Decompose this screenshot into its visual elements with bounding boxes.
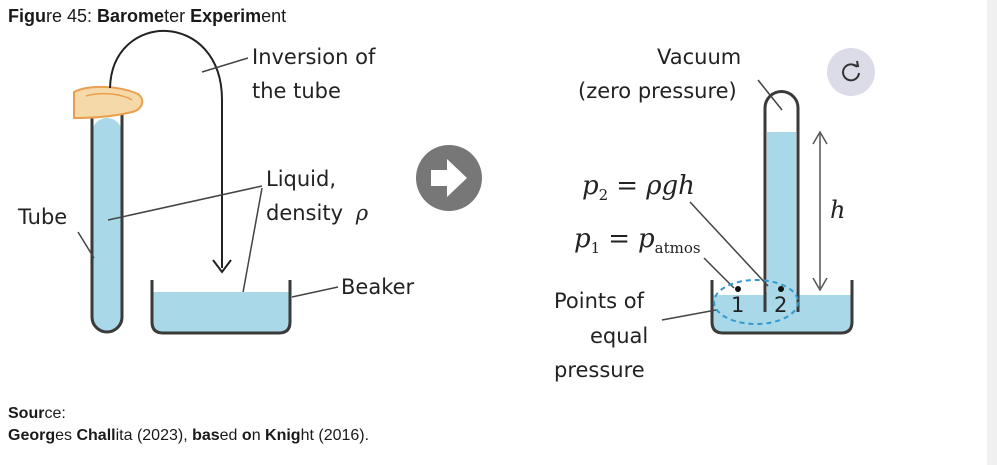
figure-title-part: Barome — [97, 6, 165, 26]
figure-title-part: Figu — [8, 6, 46, 26]
tube-right — [763, 90, 800, 312]
point-2-dot — [778, 286, 784, 292]
right-arrow-icon — [416, 145, 482, 211]
source-heading: Source: — [8, 403, 369, 425]
source-citation-part: n — [251, 427, 266, 444]
liquid-label-2: density ρ — [266, 201, 369, 225]
liquid-label-1: Liquid, — [266, 167, 336, 191]
source-block: Source: Georges Challita (2023), based o… — [8, 403, 369, 447]
source-citation-part: ita (2023), — [115, 427, 193, 444]
figure-title-part: ter — [164, 6, 191, 26]
source-citation-part: ed — [219, 427, 242, 444]
liquid-leader-beaker — [241, 187, 263, 299]
scrollbar[interactable] — [987, 0, 997, 465]
source-citation-part: bas — [192, 427, 220, 444]
source-citation-part: Knig — [265, 427, 301, 444]
reload-icon — [842, 60, 860, 82]
source-citation-part: Georg — [8, 427, 56, 444]
point-1-dot — [735, 286, 741, 292]
equal-pressure-ellipse — [713, 279, 799, 325]
point-1-label: 1 — [731, 293, 744, 317]
point-2-label: 2 — [774, 293, 787, 317]
inversion-label-1: Inversion of — [252, 45, 376, 69]
points-label-1: Points of — [554, 289, 645, 313]
p2-equation: p2= ρgh — [582, 171, 695, 204]
tube-label: Tube — [17, 205, 67, 229]
vacuum-label-2: (zero pressure) — [578, 79, 737, 103]
beaker-leader — [291, 286, 339, 298]
source-citation: Georges Challita (2023), based on Knight… — [8, 425, 369, 447]
figure-title-part: ent — [261, 6, 287, 26]
source-citation-part: Chall — [76, 427, 116, 444]
p2-leader — [689, 201, 769, 287]
source-citation-part: ht (2016). — [300, 427, 370, 444]
tube-leader — [77, 231, 95, 259]
source-citation-part: o — [241, 427, 252, 444]
p1-equation: p1=patmos — [574, 224, 701, 257]
points-label-2: equal — [590, 324, 648, 348]
figure-title: Figure 45: Barometer Experiment — [8, 6, 286, 27]
finger-icon — [73, 85, 144, 120]
inversion-label-2: the tube — [252, 79, 341, 103]
reset-button[interactable] — [827, 48, 875, 96]
beaker-label: Beaker — [341, 275, 415, 299]
points-leader — [661, 309, 717, 321]
figure-title-part: re 45: — [46, 6, 98, 26]
height-dimension — [812, 130, 828, 292]
source-heading-part: Sour — [8, 405, 45, 422]
vacuum-leader — [757, 79, 783, 111]
beaker-right — [710, 280, 854, 335]
source-heading-part: ce: — [44, 405, 66, 422]
h-label: h — [830, 196, 845, 224]
inversion-arrow — [109, 29, 232, 274]
liquid-leader-tube — [107, 185, 263, 221]
figure-title-part: Experim — [190, 6, 262, 26]
source-citation-part: es — [55, 427, 77, 444]
inversion-leader — [201, 57, 249, 73]
vacuum-label-1: Vacuum — [657, 45, 741, 69]
p1-leader — [703, 257, 735, 289]
beaker-left — [150, 280, 292, 335]
points-label-3: pressure — [554, 358, 645, 382]
tube-left — [90, 110, 124, 334]
